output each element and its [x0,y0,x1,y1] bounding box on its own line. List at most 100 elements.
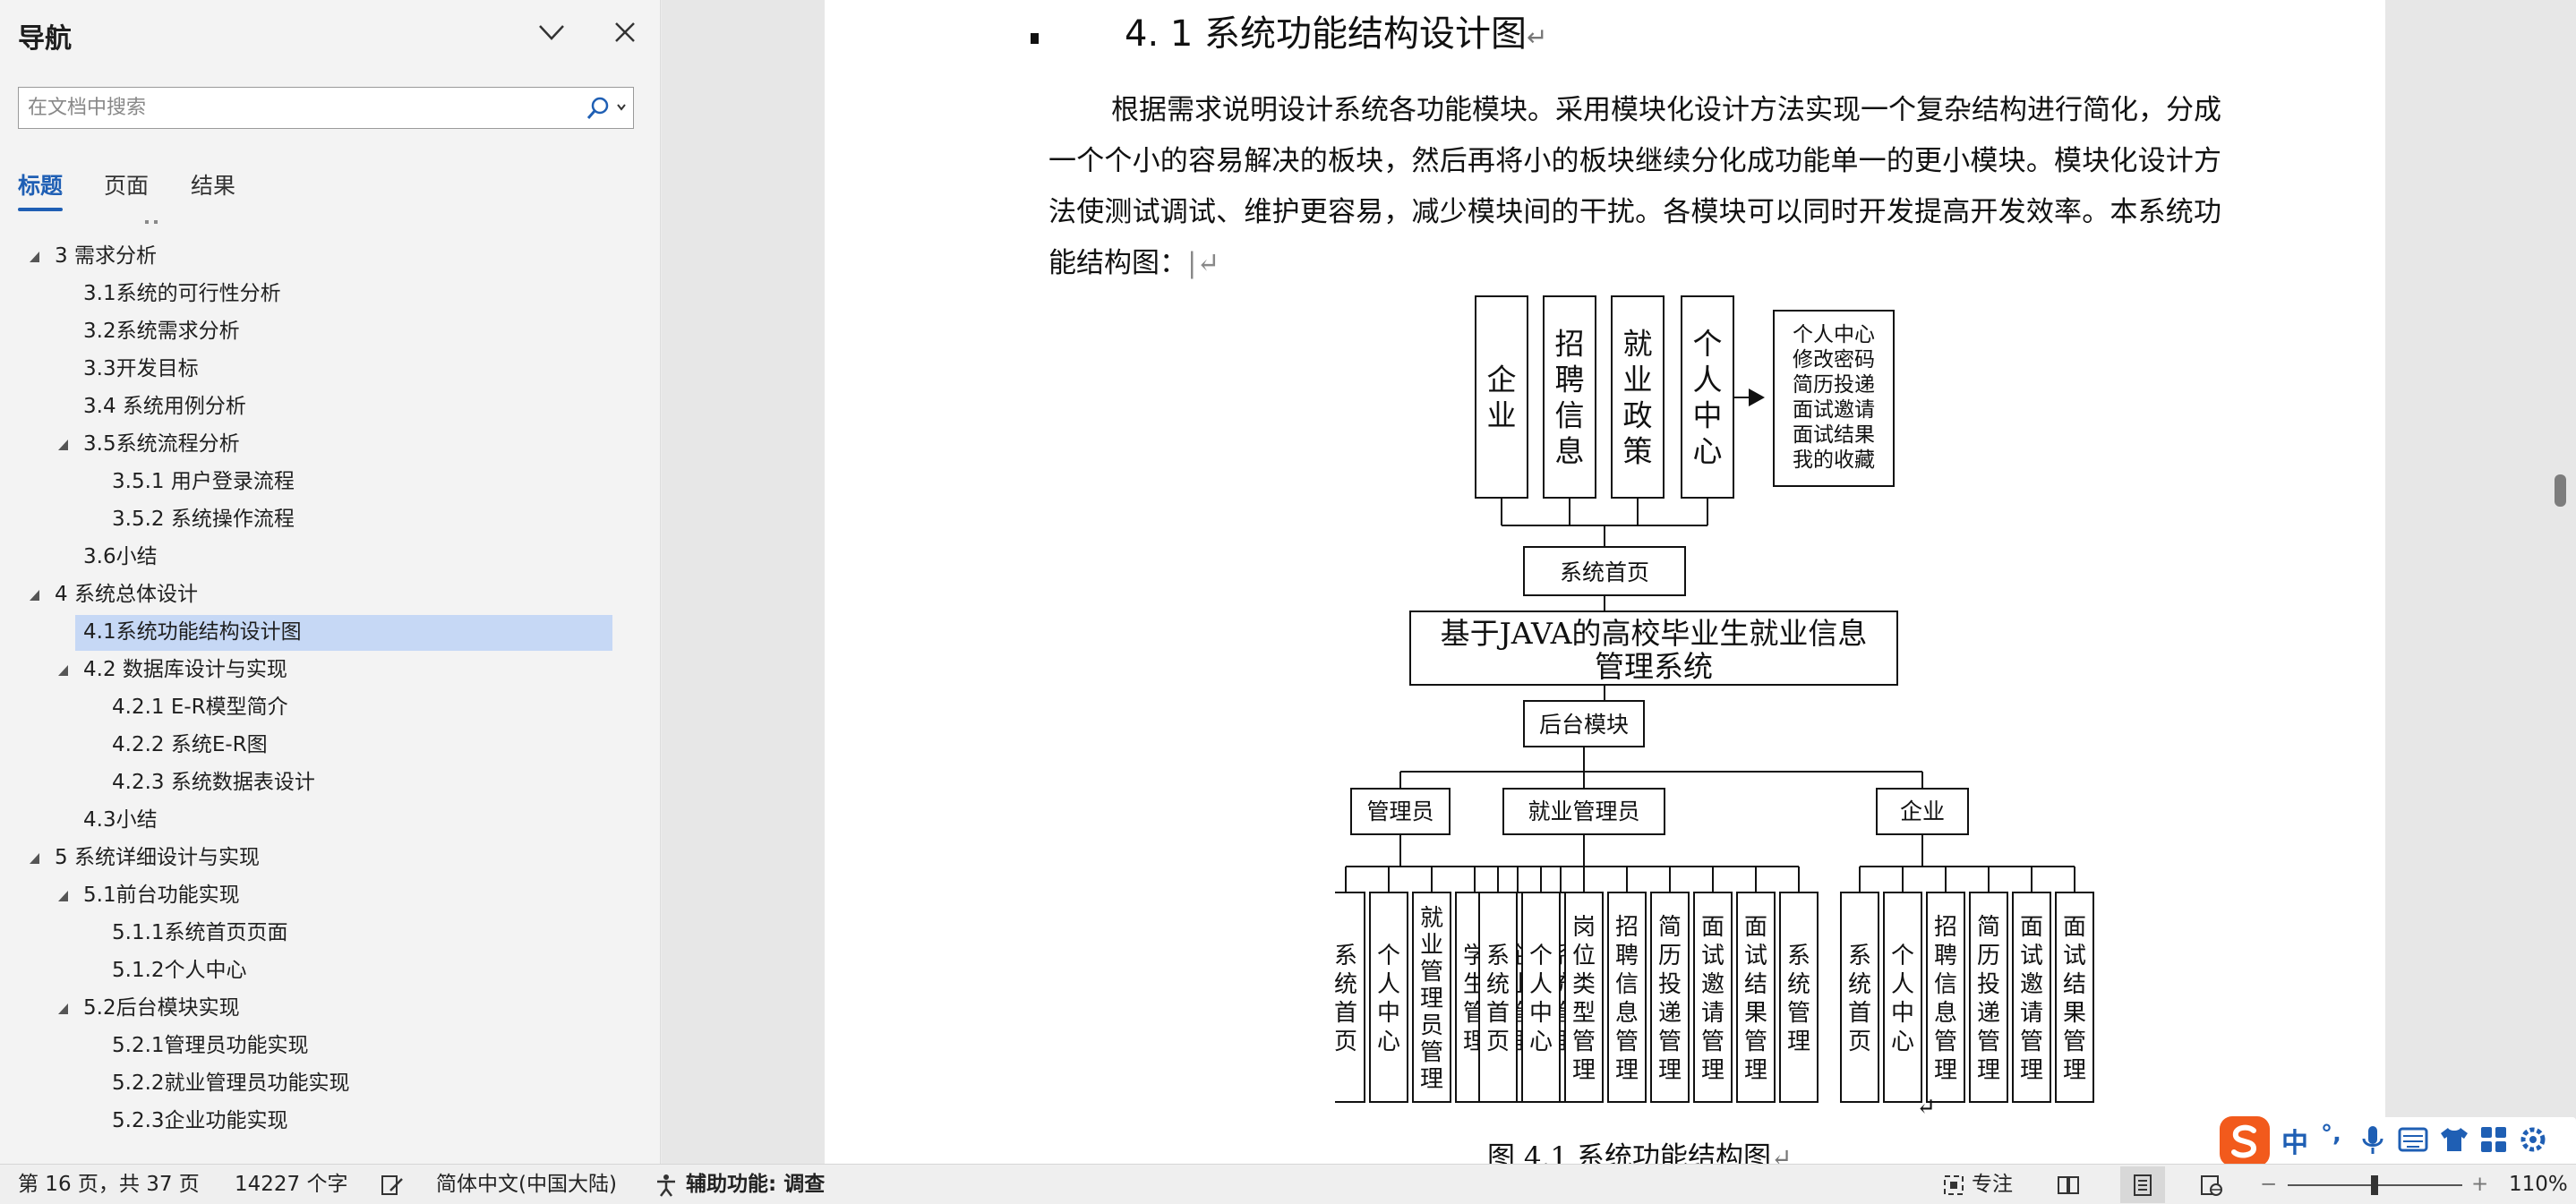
outline-item-label: 3.4 系统用例分析 [83,395,246,418]
search-input[interactable] [28,88,583,128]
function-box [2012,892,2051,1103]
outline-item[interactable]: 4 系统总体设计 [0,576,661,612]
outline-item[interactable]: 5.2.1管理员功能实现 [0,1028,661,1063]
outline-item-label: 4.2.1 E-R模型简介 [112,696,288,719]
front-module-label: 信 [1555,398,1585,433]
outline-item-label: 5.2后台模块实现 [83,996,240,1020]
outline-item[interactable]: 4.2 数据库设计与实现 [0,652,661,687]
outline-item-label: 4.1系统功能结构设计图 [83,620,302,644]
outline-item[interactable]: 5.2.3企业功能实现 [0,1103,661,1139]
function-label: 员 [1420,1012,1443,1039]
function-label: 邀 [2020,971,2043,998]
page-count[interactable]: 第 16 页，共 37 页 [18,1173,200,1196]
outline-item[interactable]: 4.1系统功能结构设计图 [0,614,661,651]
document-page[interactable]: 4. 1 系统功能结构设计图↵ 根据需求说明设计系统各功能模块。采用模块化设计方… [825,0,2385,1164]
navigation-pane: 导航 标题 页面 结果 3 需求分析3.1系统的可行性分析3.2系统需求分析3.… [0,0,661,1164]
sogou-logo-icon[interactable] [2216,1113,2273,1170]
function-box [1969,892,2008,1103]
function-box [1840,892,1879,1103]
outline-item[interactable]: 3.5.2 系统操作流程 [0,501,661,537]
accessibility-status[interactable]: 辅助功能: 调查 [686,1173,826,1196]
expand-triangle-icon[interactable] [56,990,73,1026]
function-structure-diagram: 企业招聘信息就业政策个人中心个人中心修改密码简历投递面试邀请面试结果我的收藏系统… [1335,295,2094,1121]
tab-pages[interactable]: 页面 [104,173,150,199]
microphone-icon[interactable] [2360,1124,2385,1157]
function-box [1564,892,1604,1103]
outline-item[interactable]: 3.2系统需求分析 [0,313,661,349]
outline-item-label: 4.2 数据库设计与实现 [83,658,287,681]
function-label: 系 [1335,943,1357,969]
expand-triangle-icon[interactable] [27,576,45,612]
outline-item[interactable]: 3.5.1 用户登录流程 [0,464,661,500]
web-layout-icon[interactable] [2199,1173,2224,1198]
outline-item[interactable]: 3.1系统的可行性分析 [0,276,661,312]
document-area[interactable]: 4. 1 系统功能结构设计图↵ 根据需求说明设计系统各功能模块。采用模块化设计方… [662,0,2576,1164]
zoom-out-button[interactable]: − [2260,1173,2278,1196]
tab-headings[interactable]: 标题 [18,173,64,199]
tab-results[interactable]: 结果 [191,173,236,199]
outline-item[interactable]: 4.2.3 系统数据表设计 [0,764,661,800]
document-scrollbar-thumb[interactable] [2555,474,2566,507]
expand-triangle-icon[interactable] [56,652,73,687]
expand-triangle-icon[interactable] [56,877,73,913]
outline-item[interactable]: 5.1前台功能实现 [0,877,661,913]
function-label: 型 [1572,1000,1596,1027]
function-box [1693,892,1733,1103]
function-label: 管 [2020,1029,2043,1055]
search-icon[interactable] [585,95,629,122]
close-icon[interactable] [609,16,641,48]
keyboard-icon[interactable] [2398,1126,2428,1153]
settings-gear-icon[interactable] [2516,1123,2550,1157]
system-name-line1: 基于JAVA的高校毕业生就业信息 [1441,616,1868,651]
focus-mode-button[interactable]: 专注 [1972,1173,2013,1196]
expand-triangle-icon[interactable] [56,426,73,462]
accessibility-icon[interactable] [654,1173,679,1198]
print-layout-icon[interactable] [2130,1173,2155,1198]
ime-mode-toggle[interactable]: 中 [2281,1128,2308,1159]
function-label: 首 [1335,1000,1357,1027]
outline-item[interactable]: 5.2后台模块实现 [0,990,661,1026]
outline-item[interactable]: 3.5系统流程分析 [0,426,661,462]
outline-item[interactable]: 3.3开发目标 [0,351,661,387]
function-label: 结 [1744,971,1767,998]
skin-shirt-icon[interactable] [2439,1126,2469,1153]
function-label: 管 [1744,1029,1767,1055]
language-status[interactable]: 简体中文(中国大陆) [436,1173,617,1196]
outline-item[interactable]: 4.2.1 E-R模型简介 [0,689,661,725]
word-count[interactable]: 14227 个字 [235,1173,348,1196]
function-label: 果 [1744,1000,1767,1027]
figure-caption[interactable]: 图 4.1 系统功能结构图↵ [1487,1134,1792,1164]
zoom-slider-thumb[interactable] [2371,1175,2378,1195]
outline-item[interactable]: 5 系统详细设计与实现 [0,840,661,875]
outline-item-label: 4.2.3 系统数据表设计 [112,771,315,794]
function-label: 面 [1744,914,1767,941]
read-mode-icon[interactable] [2056,1173,2081,1198]
outline-item[interactable]: 5.1.1系统首页页面 [0,915,661,951]
outline-item[interactable]: 3 需求分析 [0,238,661,274]
function-label: 聘 [1934,943,1957,969]
zoom-in-button[interactable]: + [2471,1173,2489,1196]
function-label: 统 [1335,971,1357,998]
expand-triangle-icon[interactable] [27,840,45,875]
toolbox-grid-icon[interactable] [2478,1124,2509,1155]
function-label: 递 [1658,1000,1682,1027]
outline-item[interactable]: 5.2.2就业管理员功能实现 [0,1065,661,1101]
outline-item[interactable]: 3.6小结 [0,539,661,575]
expand-triangle-icon[interactable] [27,238,45,274]
chevron-down-icon[interactable] [535,16,568,48]
ime-punctuation-toggle[interactable]: °, [2321,1121,2341,1148]
proofing-icon[interactable] [380,1173,405,1198]
section-heading[interactable]: 4. 1 系统功能结构设计图↵ [1125,13,1548,55]
outline-item[interactable]: 4.3小结 [0,802,661,838]
outline-item[interactable]: 5.1.2个人中心 [0,952,661,988]
zoom-level[interactable]: 110% [2509,1173,2568,1196]
function-label: 聘 [1615,943,1639,969]
body-paragraph[interactable]: 根据需求说明设计系统各功能模块。采用模块化设计方法实现一个复杂结构进行简化，分成… [1048,94,2221,279]
personal-center-list-box [1773,310,1895,487]
function-label: 招 [1934,914,1957,941]
outline-item[interactable]: 4.2.2 系统E-R图 [0,727,661,763]
function-label: 个 [1377,943,1400,969]
focus-mode-icon[interactable] [1941,1173,1966,1198]
outline-item[interactable]: 3.4 系统用例分析 [0,389,661,424]
function-label: 果 [2063,1000,2086,1027]
